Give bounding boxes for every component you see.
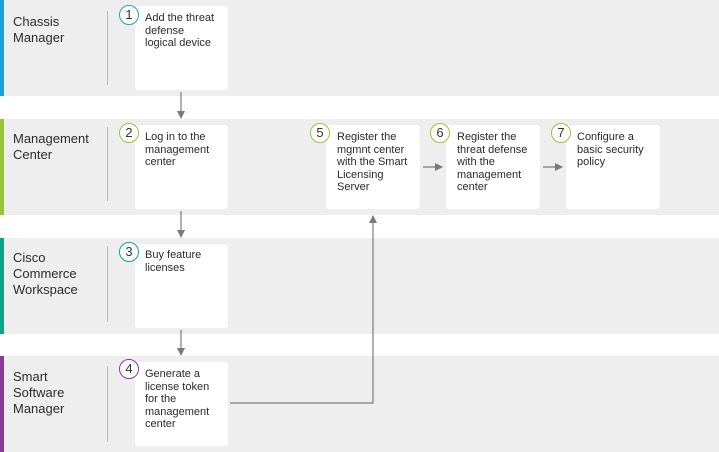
step-5-text: Register the mgmnt center with the Smart… (337, 131, 408, 193)
lane-label: Chassis Manager (13, 14, 65, 45)
step-7-box: Configure a basic security policy (566, 125, 660, 209)
step-7-text: Configure a basic security policy (577, 131, 644, 168)
step-2-text: Log in to the management center (145, 131, 210, 168)
lane-color-bar (0, 238, 4, 334)
step-4-box: Generate a license token for the managem… (135, 362, 228, 446)
lane-color-bar (0, 0, 4, 96)
lane-divider (107, 11, 108, 85)
step-6-badge: 6 (430, 123, 450, 143)
step-1-box: Add the threat defense logical device (135, 6, 228, 90)
step-3-badge: 3 (119, 242, 139, 262)
step-4-badge: 4 (119, 359, 139, 379)
lane-label: Management Center (13, 131, 89, 162)
step-1-text: Add the threat defense logical device (145, 12, 215, 49)
step-6-box: Register the threat defense with the man… (446, 125, 540, 209)
lane-color-bar (0, 119, 4, 215)
lane-smart-software-manager: Smart Software Manager (0, 356, 719, 452)
step-2-box: Log in to the management center (135, 125, 228, 209)
step-5-box: Register the mgmnt center with the Smart… (326, 125, 420, 209)
step-4-text: Generate a license token for the managem… (145, 368, 210, 430)
step-3-box: Buy feature licenses (135, 244, 228, 328)
step-1-badge: 1 (119, 5, 139, 25)
step-5-badge: 5 (310, 123, 330, 143)
lane-divider (107, 246, 108, 322)
step-7-badge: 7 (551, 123, 571, 143)
lane-label: Smart Software Manager (13, 369, 65, 416)
step-3-text: Buy feature licenses (145, 249, 202, 274)
lane-divider (107, 127, 108, 201)
lane-color-bar (0, 356, 4, 452)
lane-label: Cisco Commerce Workspace (13, 250, 78, 297)
step-6-text: Register the threat defense with the man… (457, 131, 528, 193)
lane-chassis-manager: Chassis Manager (0, 0, 719, 96)
lane-cisco-commerce-workspace: Cisco Commerce Workspace (0, 238, 719, 334)
step-2-badge: 2 (119, 123, 139, 143)
lane-divider (107, 366, 108, 442)
